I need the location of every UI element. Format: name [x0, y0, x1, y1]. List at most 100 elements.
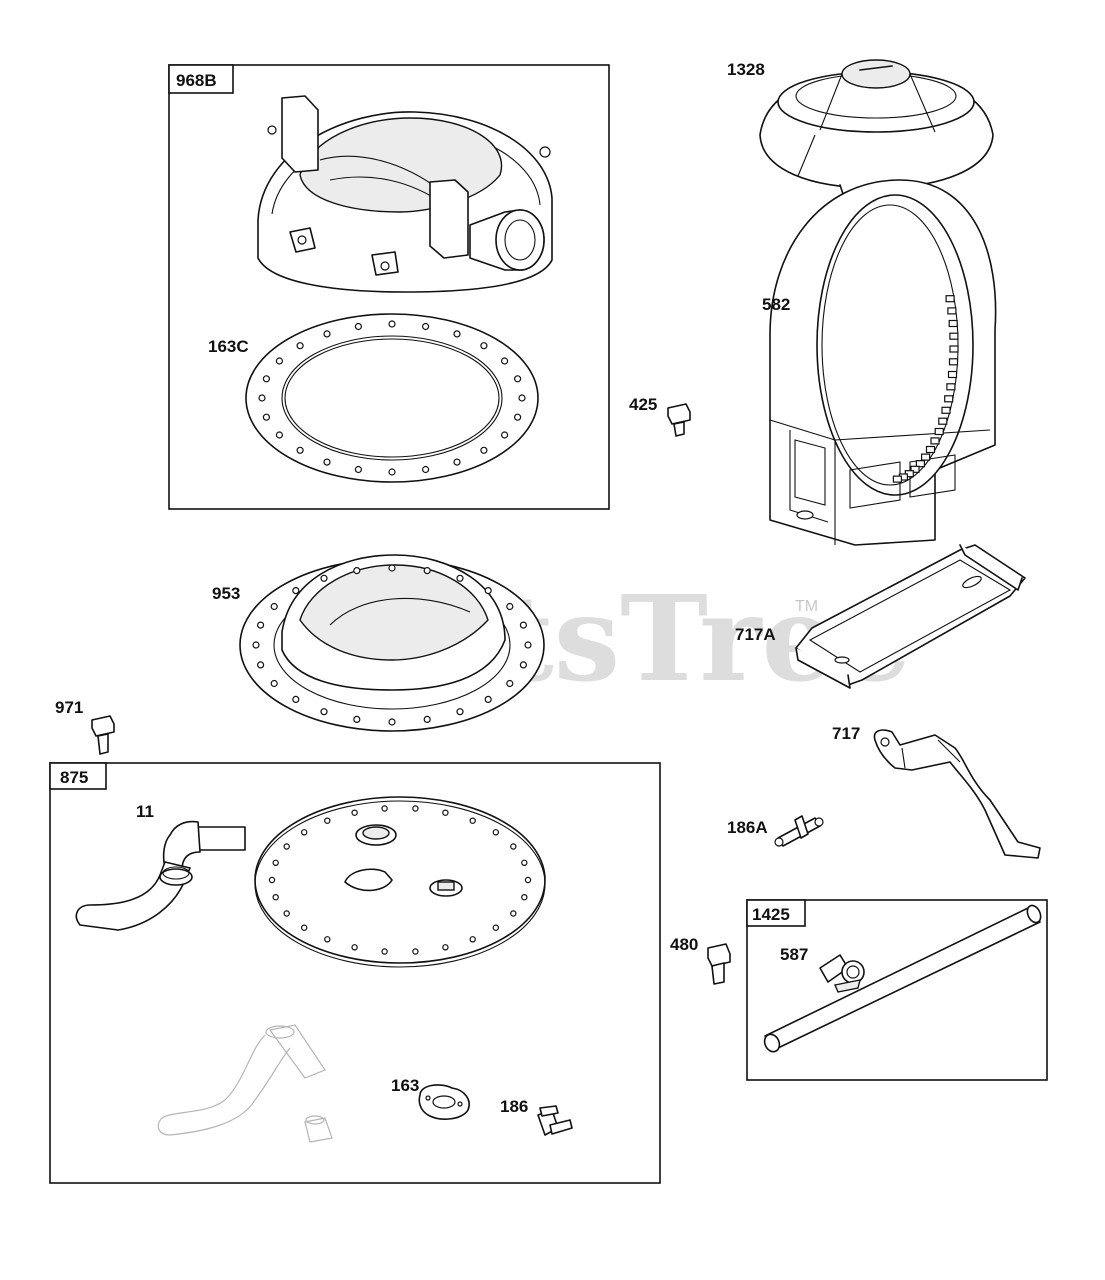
ring-tooth — [930, 437, 940, 445]
bolt-hole — [412, 948, 419, 955]
assembly-1425[interactable]: 1425 — [746, 899, 1048, 1081]
bolt-hole — [272, 894, 279, 901]
fitting-186a[interactable] — [774, 815, 824, 847]
bolt-hole — [442, 809, 449, 816]
bolt-hole — [353, 715, 361, 724]
bolt-hole — [453, 458, 461, 466]
support-ring-582[interactable] — [769, 179, 997, 546]
bolt-hole — [324, 936, 331, 943]
bolt-hole — [262, 375, 270, 383]
bolt-hole — [257, 661, 265, 669]
elbow-hose-11[interactable] — [75, 820, 246, 931]
bolt-hole — [270, 679, 278, 688]
part-label-163: 163 — [391, 1076, 419, 1095]
ring-tooth — [944, 395, 954, 403]
bolt-hole — [469, 817, 476, 824]
ring-tooth — [938, 417, 948, 425]
base-gasket-953[interactable] — [239, 554, 545, 732]
bolt-hole — [388, 320, 396, 328]
bolt-hole — [423, 566, 431, 575]
bolt-hole — [501, 431, 509, 439]
ring-tooth — [925, 445, 936, 454]
bolt-hole — [323, 458, 331, 466]
bolt-hole — [351, 809, 358, 816]
screw-425[interactable] — [667, 403, 691, 437]
bolt-hole — [501, 357, 509, 365]
ghost-hose — [157, 1024, 333, 1143]
cover-plate[interactable] — [254, 796, 546, 968]
bolt-hole — [456, 574, 464, 582]
fitting-186[interactable] — [537, 1105, 573, 1136]
part-label-717a: 717A — [735, 625, 776, 644]
bolt-hole — [519, 661, 528, 669]
part-label-186: 186 — [500, 1097, 528, 1116]
bracket-717[interactable] — [873, 729, 1041, 859]
clip-587[interactable] — [819, 954, 865, 993]
bolt-hole — [323, 330, 331, 338]
bolt-hole — [513, 375, 522, 383]
bolt-hole — [354, 322, 362, 331]
bolt-hole — [492, 829, 499, 836]
bolt-hole — [521, 894, 528, 901]
assembly-968b-label: 968B — [176, 71, 217, 90]
watermark-trademark: TM — [795, 598, 818, 615]
screw-480[interactable] — [707, 943, 731, 985]
bolt-hole — [521, 859, 528, 867]
ring-tooth — [946, 383, 956, 391]
bolt-hole — [320, 574, 328, 582]
part-label-587: 587 — [780, 945, 808, 964]
bolt-hole — [292, 586, 300, 595]
ring-tooth — [920, 453, 931, 461]
bolt-hole — [272, 859, 279, 867]
ring-tooth — [892, 475, 903, 483]
bolt-hole — [351, 944, 358, 951]
ring-tooth — [941, 406, 951, 414]
ring-tooth — [910, 465, 920, 473]
bolt-hole — [518, 394, 526, 402]
ring-tooth — [934, 427, 944, 436]
bolt-hole — [524, 641, 532, 649]
bolt-hole — [301, 829, 308, 836]
ring-tooth — [949, 345, 959, 353]
bolt-hole — [422, 322, 430, 331]
bolt-hole — [453, 330, 461, 338]
bolt-hole — [388, 718, 396, 726]
part-label-1328: 1328 — [727, 60, 765, 79]
assembly-968b[interactable]: 968B — [168, 64, 610, 510]
bolt-hole — [353, 566, 361, 575]
bolt-hole — [480, 446, 488, 454]
bolt-hole — [275, 431, 283, 439]
bolt-hole — [524, 876, 532, 884]
air-cleaner-cover-1328[interactable] — [759, 59, 994, 203]
bolt-hole — [388, 564, 396, 572]
bolt-hole — [258, 394, 266, 402]
bolt-hole — [510, 910, 517, 917]
ring-tooth — [948, 358, 959, 366]
bolt-hole — [296, 446, 304, 454]
bolt-hole — [268, 876, 276, 884]
screw-971[interactable] — [91, 715, 115, 755]
part-label-717: 717 — [832, 724, 860, 743]
assembly-875[interactable]: 875 — [49, 762, 661, 1184]
bolt-hole — [519, 621, 528, 629]
bolt-hole — [513, 413, 522, 421]
part-label-582: 582 — [762, 295, 790, 314]
part-label-480: 480 — [670, 935, 698, 954]
bolt-hole — [492, 924, 499, 931]
ring-tooth — [948, 319, 958, 328]
bolt-hole — [442, 944, 449, 951]
bolt-hole — [354, 465, 362, 474]
bolt-hole — [469, 936, 476, 943]
gasket-163[interactable] — [418, 1084, 470, 1120]
bolt-hole — [283, 843, 290, 850]
gasket-ring-163c[interactable] — [245, 313, 539, 483]
bolt-hole — [381, 805, 388, 812]
bracket-717a[interactable] — [795, 544, 1026, 689]
bolt-hole — [484, 586, 492, 595]
bolt-hole — [262, 413, 270, 421]
part-label-11: 11 — [136, 802, 154, 821]
bolt-hole — [480, 342, 488, 350]
housing-part[interactable] — [257, 95, 553, 293]
ring-tooth — [947, 307, 957, 315]
pipe-1425[interactable] — [762, 903, 1043, 1054]
